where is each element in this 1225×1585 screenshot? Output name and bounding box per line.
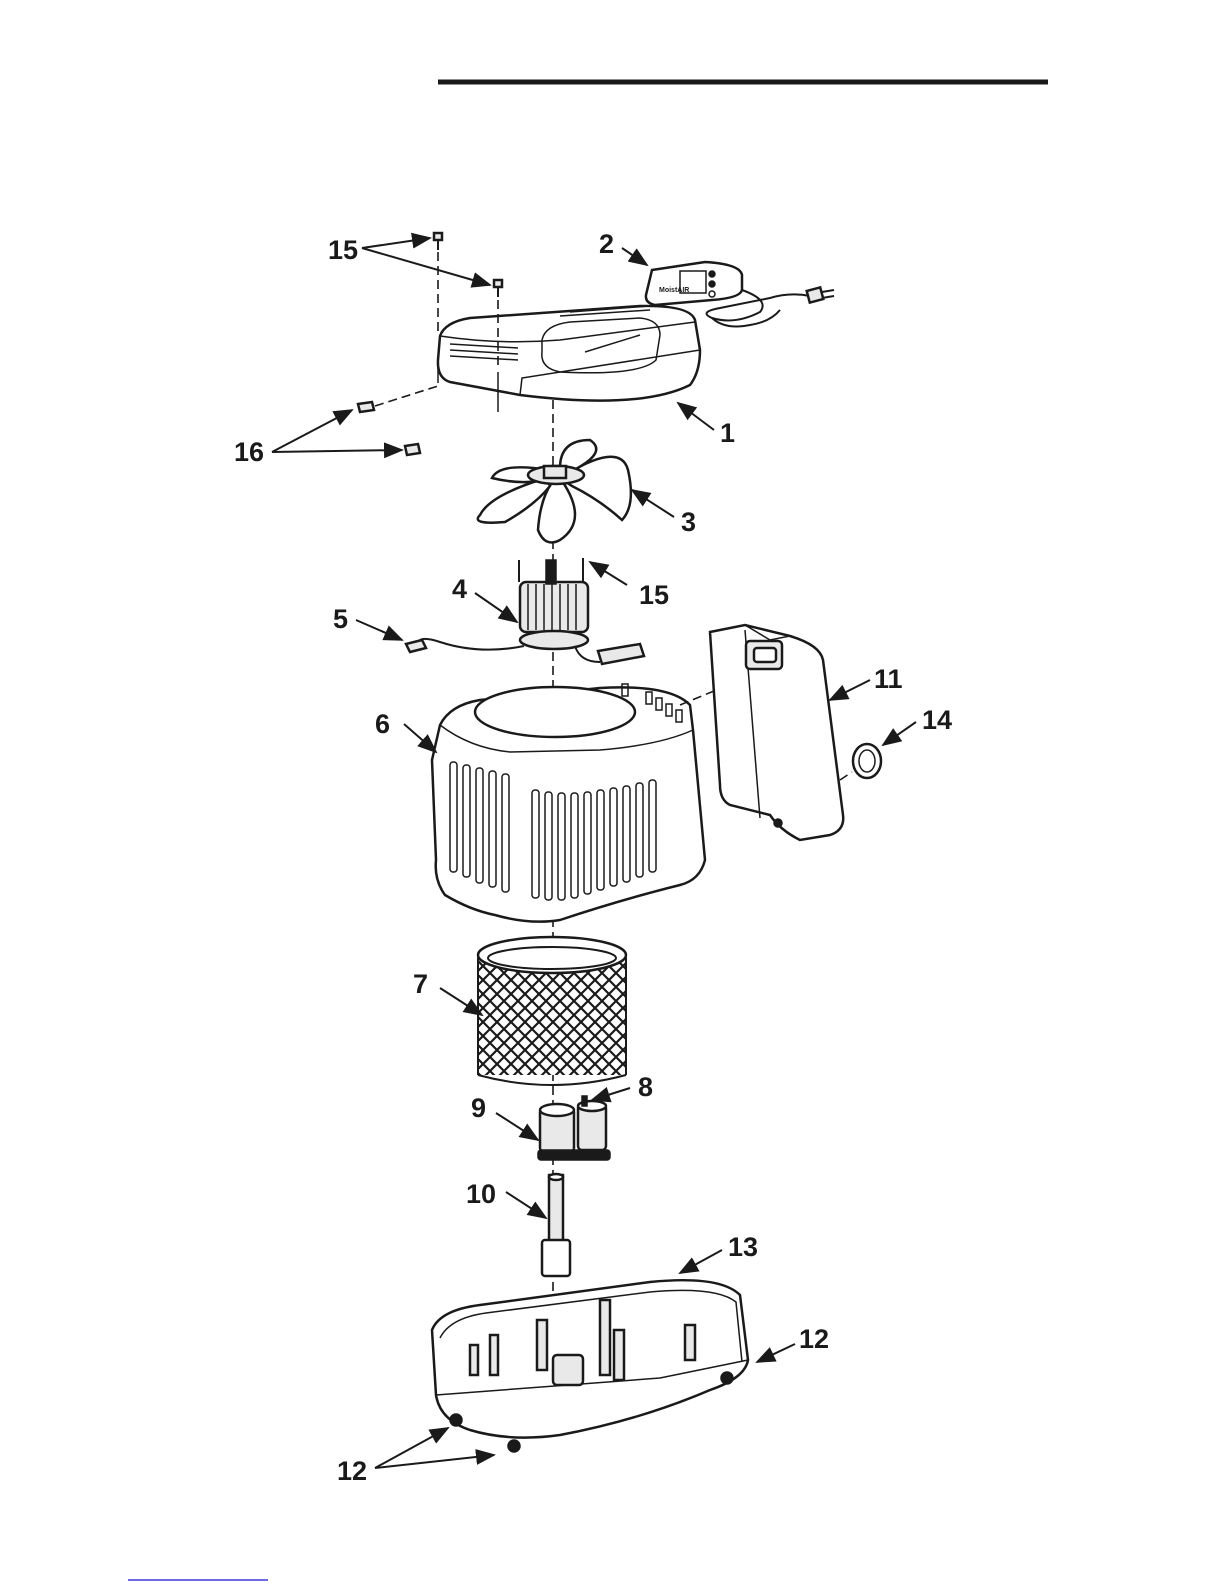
cap-alignment-line [840,772,852,780]
callout-14: 14 [922,705,952,735]
power-plug [807,287,824,302]
callout-16: 16 [234,437,264,467]
wire-connector-part [406,640,426,652]
callout-2: 2 [599,229,614,259]
housing-part [432,684,705,922]
top-cover-part [438,306,700,412]
callout-13: 13 [728,1232,758,1262]
control-panel-brand: MoistAIR [659,287,689,294]
cover-caps [358,386,438,455]
callout-3: 3 [681,507,696,537]
callout-10: 10 [466,1179,496,1209]
callout-12-right: 12 [799,1324,829,1354]
fan-blade-part [478,440,631,542]
float-assembly-part [538,1096,610,1160]
callout-4: 4 [452,574,467,604]
callout-8: 8 [638,1072,653,1102]
water-tank-part [710,625,843,840]
callout-11: 11 [874,664,903,694]
switch-box [598,644,644,664]
callout-15-motor: 15 [639,580,669,610]
callout-6: 6 [375,709,390,739]
callout-5: 5 [333,604,348,634]
callout-12-bottom: 12 [337,1456,367,1486]
valve-stem-part [542,1174,570,1276]
tank-cap-part [853,744,881,778]
base-part [432,1280,748,1452]
callout-9: 9 [471,1093,486,1123]
callout-15-top: 15 [328,235,358,265]
callout-7: 7 [413,969,428,999]
callout-1: 1 [720,418,735,448]
wick-filter-part [478,937,626,1085]
